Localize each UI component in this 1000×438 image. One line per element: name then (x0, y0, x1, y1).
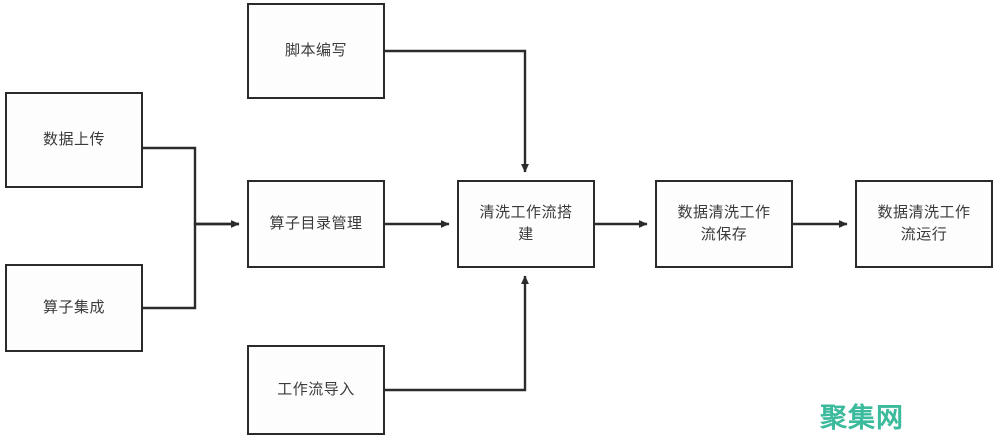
node-script-writing[interactable]: 脚本编写 (247, 3, 385, 99)
node-cleaning-workflow-run[interactable]: 数据清洗工作流运行 (855, 180, 993, 268)
edge-operator-integration-to-catalog (143, 222, 239, 310)
node-workflow-import[interactable]: 工作流导入 (247, 345, 385, 435)
node-label: 数据清洗工作流运行 (877, 203, 971, 243)
site-watermark: 聚集网 (820, 403, 904, 434)
node-cleaning-workflow-save[interactable]: 数据清洗工作流保存 (655, 180, 793, 268)
edge-data-upload-to-catalog (143, 146, 240, 228)
node-label: 数据上传 (42, 130, 105, 149)
edge-script-to-build (385, 49, 529, 173)
node-cleaning-workflow-build[interactable]: 清洗工作流搭建 (457, 180, 595, 268)
node-label: 数据清洗工作流保存 (677, 203, 771, 243)
node-label: 脚本编写 (284, 41, 347, 60)
node-label: 工作流导入 (277, 380, 355, 399)
edge-import-to-build (385, 275, 529, 392)
node-label: 算子目录管理 (269, 214, 363, 233)
node-data-upload[interactable]: 数据上传 (5, 92, 143, 188)
node-operator-catalog-management[interactable]: 算子目录管理 (247, 180, 385, 268)
node-label: 算子集成 (42, 298, 105, 317)
node-label: 清洗工作流搭建 (479, 203, 573, 243)
node-operator-integration[interactable]: 算子集成 (5, 264, 143, 352)
